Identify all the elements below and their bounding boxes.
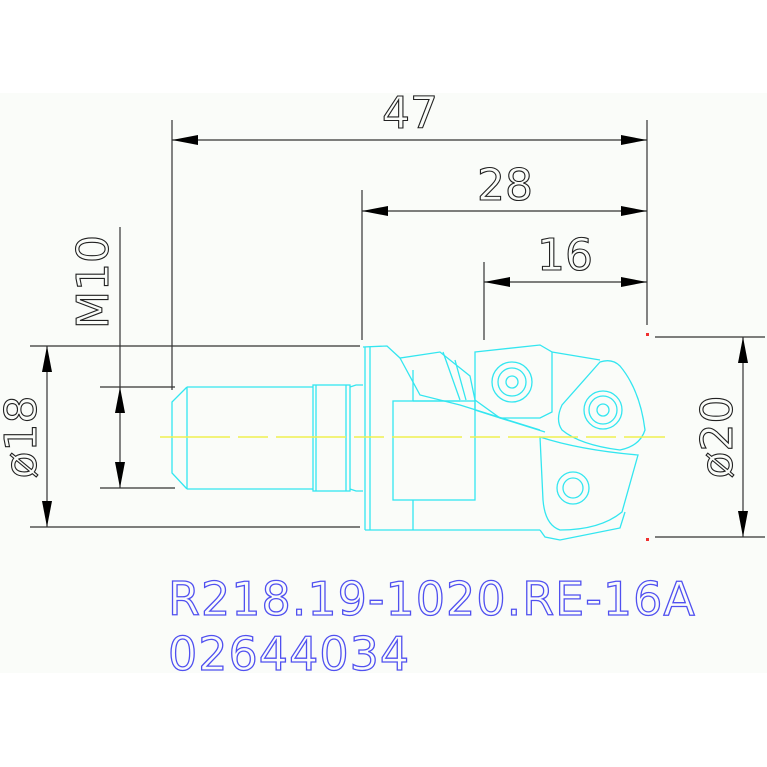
shank-outline [171,384,363,492]
dimension-label: M10 [68,235,119,329]
drawing-area [0,93,767,673]
part-code: R218.19-1020.RE-16A [168,572,696,626]
insert-right [551,351,646,451]
dimension-d18: ø18 [0,345,360,528]
part-number: 02644034 [168,627,410,681]
dimension-28: 28 [361,159,647,340]
dimension-d20: ø20 [646,333,765,541]
dimension-label: 16 [537,230,593,281]
dimension-label: ø18 [0,396,47,479]
insert-bottom [539,436,639,541]
dimension-label: 47 [382,88,438,139]
dimension-label: 28 [477,160,533,211]
dimension-m10: M10 [67,227,175,489]
dimension-16: 16 [483,229,647,340]
dimension-47: 47 [171,87,648,390]
dimension-label: ø20 [692,396,743,479]
insert-top [474,344,553,419]
